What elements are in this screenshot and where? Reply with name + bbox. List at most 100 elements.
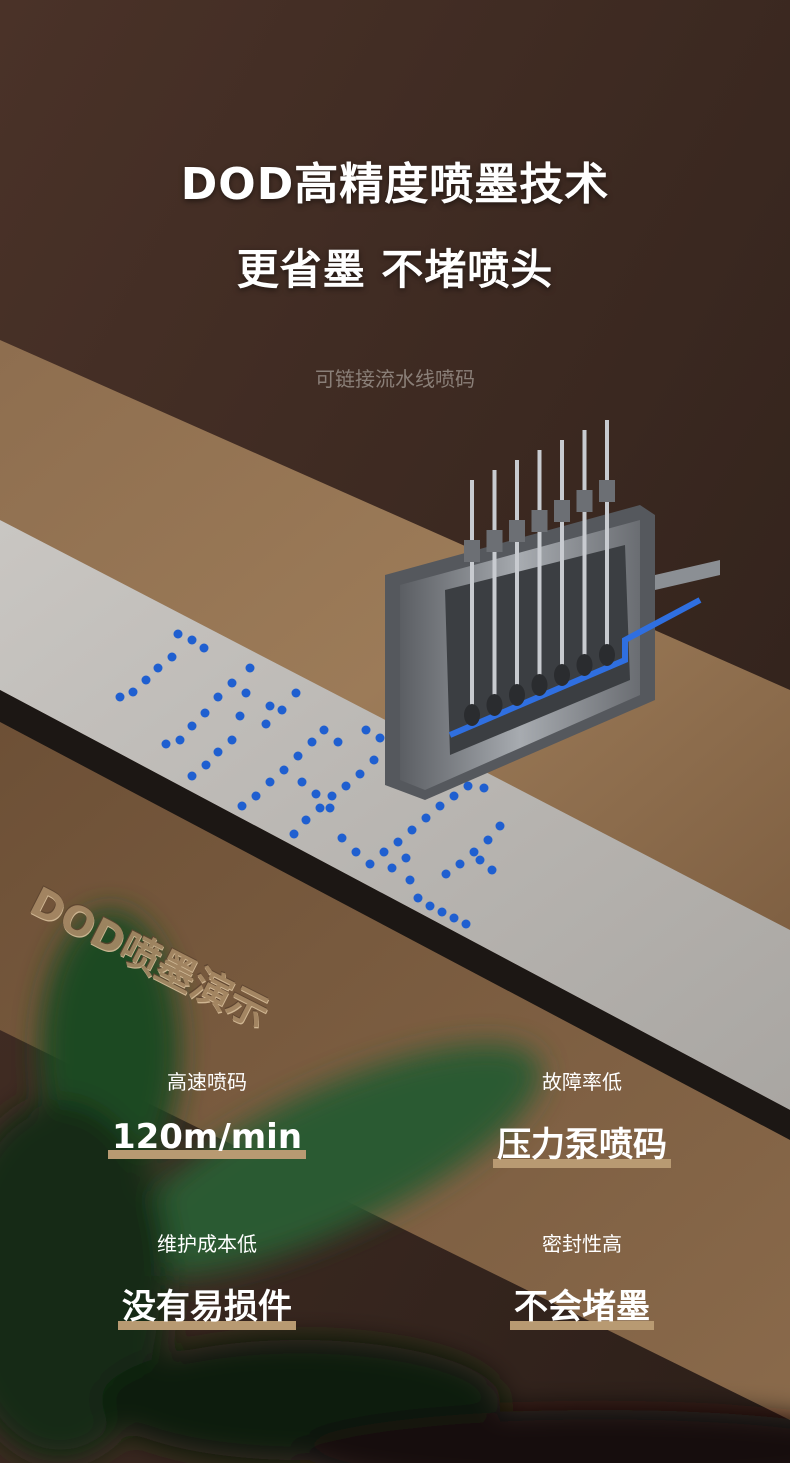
feature-value: 没有易损件 bbox=[122, 1287, 292, 1327]
nozzle-ball bbox=[531, 674, 548, 696]
plant-foliage bbox=[0, 910, 790, 1463]
ink-dot bbox=[265, 701, 275, 711]
ink-dot bbox=[413, 893, 423, 903]
feature-label: 维护成本低 bbox=[157, 1232, 257, 1256]
ink-dot bbox=[441, 869, 451, 879]
ink-dot bbox=[461, 919, 471, 929]
ink-dot bbox=[175, 735, 185, 745]
ink-dot bbox=[289, 829, 299, 839]
ink-dot bbox=[449, 791, 459, 801]
ink-dot bbox=[341, 781, 351, 791]
ink-dot bbox=[261, 719, 271, 729]
nozzle-ball bbox=[509, 684, 525, 706]
ink-dot bbox=[425, 901, 435, 911]
feature-value: 不会堵墨 bbox=[514, 1287, 650, 1327]
ink-dot bbox=[475, 855, 485, 865]
ink-dot bbox=[187, 721, 197, 731]
ink-dot bbox=[435, 801, 445, 811]
ink-dot bbox=[479, 783, 489, 793]
ink-dot bbox=[227, 735, 237, 745]
ink-dot bbox=[291, 688, 301, 698]
ink-dot bbox=[379, 847, 389, 857]
ink-dot bbox=[237, 801, 247, 811]
nozzle-ball bbox=[464, 704, 480, 726]
conveyor-belt bbox=[0, 520, 790, 1110]
accent-bar bbox=[118, 1321, 296, 1330]
accent-bar bbox=[107, 1150, 307, 1159]
ink-dot bbox=[187, 635, 197, 645]
spring bbox=[599, 480, 615, 502]
feature-value: 压力泵喷码 bbox=[497, 1125, 667, 1165]
ink-dot bbox=[167, 652, 177, 662]
ink-dot bbox=[327, 791, 337, 801]
ink-dot bbox=[201, 760, 211, 770]
ink-dot bbox=[173, 629, 183, 639]
nozzle-ball bbox=[599, 644, 615, 666]
needle bbox=[470, 480, 474, 715]
needle bbox=[515, 460, 519, 695]
spring bbox=[509, 520, 525, 542]
ink-dot bbox=[251, 791, 261, 801]
ink-dot bbox=[199, 643, 209, 653]
spring bbox=[576, 490, 593, 512]
ink-dot bbox=[405, 875, 415, 885]
ink-dot bbox=[487, 865, 497, 875]
feature-sealing: 密封性高 不会堵墨 bbox=[482, 1228, 682, 1330]
ink-dot bbox=[365, 859, 375, 869]
feature-value: 120m/min bbox=[111, 1117, 303, 1157]
ink-dot bbox=[351, 847, 361, 857]
needle bbox=[560, 440, 564, 675]
ink-dot bbox=[437, 907, 447, 917]
ink-dot bbox=[293, 751, 303, 761]
feature-label: 密封性高 bbox=[542, 1232, 622, 1256]
headline-line1: DOD高精度喷墨技术 bbox=[180, 159, 610, 210]
ink-dot bbox=[241, 688, 251, 698]
feature-maintenance: 维护成本低 没有易损件 bbox=[107, 1228, 307, 1330]
feature-label: 高速喷码 bbox=[167, 1070, 247, 1094]
needle bbox=[537, 450, 542, 685]
ink-dot bbox=[279, 765, 289, 775]
ink-dot bbox=[355, 769, 365, 779]
accent-bar bbox=[510, 1321, 654, 1330]
ink-dot bbox=[115, 692, 125, 702]
ink-dot bbox=[421, 813, 431, 823]
feature-label: 故障率低 bbox=[542, 1070, 622, 1094]
ink-dot bbox=[393, 837, 403, 847]
ink-dot bbox=[325, 803, 335, 813]
ink-dot bbox=[301, 815, 311, 825]
ink-dot bbox=[311, 789, 321, 799]
ink-dot bbox=[455, 859, 465, 869]
needle bbox=[582, 430, 587, 665]
ink-dot bbox=[161, 739, 171, 749]
nozzle-ball bbox=[486, 694, 503, 716]
nozzle-ball bbox=[554, 664, 570, 686]
ink-dot bbox=[361, 725, 371, 735]
ink-dot bbox=[401, 853, 411, 863]
ink-dot bbox=[375, 733, 385, 743]
ink-dot bbox=[277, 705, 287, 715]
needle bbox=[605, 420, 609, 655]
ink-dot bbox=[187, 771, 197, 781]
ink-dot bbox=[369, 755, 379, 765]
ink-dot bbox=[333, 737, 343, 747]
ink-dot bbox=[245, 663, 255, 673]
ink-dot-pattern bbox=[115, 629, 505, 929]
ink-dot bbox=[297, 777, 307, 787]
spring bbox=[531, 510, 548, 532]
headline-line2: 更省墨 不堵喷头 bbox=[236, 245, 554, 294]
needle bbox=[492, 470, 497, 705]
feature-reliability: 故障率低 压力泵喷码 bbox=[482, 1066, 682, 1168]
ink-dot bbox=[319, 725, 329, 735]
ink-dot bbox=[213, 692, 223, 702]
ink-dot bbox=[407, 825, 417, 835]
ink-dot bbox=[153, 663, 163, 673]
ink-dot bbox=[495, 821, 505, 831]
ink-dot bbox=[265, 777, 275, 787]
subtitle: 可链接流水线喷码 bbox=[315, 367, 475, 391]
ink-dot bbox=[337, 833, 347, 843]
ink-dot bbox=[483, 835, 493, 845]
feature-speed: 高速喷码 120m/min bbox=[107, 1066, 307, 1159]
ink-dot bbox=[449, 913, 459, 923]
spring bbox=[554, 500, 570, 522]
ink-dot bbox=[463, 781, 473, 791]
